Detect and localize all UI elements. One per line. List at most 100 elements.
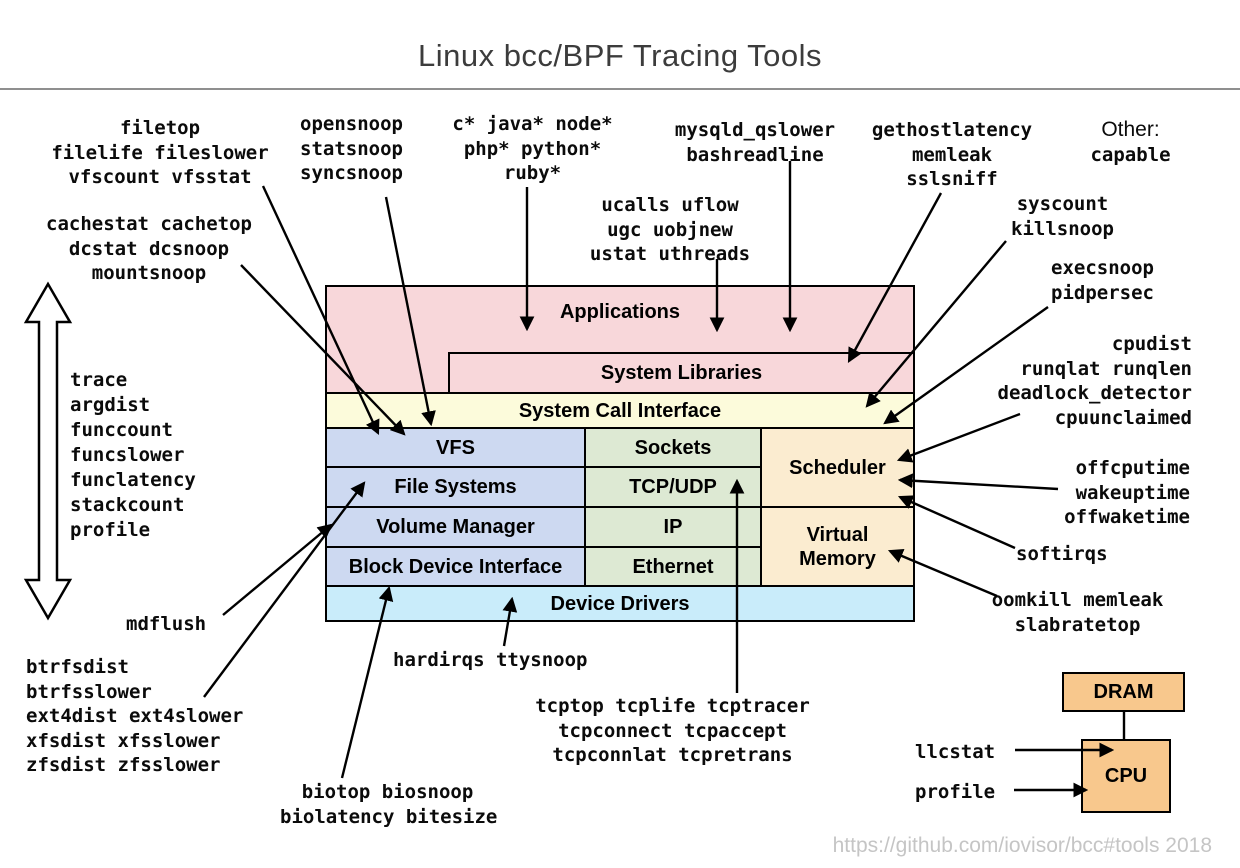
tool-label-line: funcslower <box>70 444 185 466</box>
label-oomkill-group: oomkill memleak slabratetop <box>975 588 1180 637</box>
label-gethostlatency-group: gethostlatency memleak sslsniff <box>858 118 1046 192</box>
label-mdflush: mdflush <box>126 612 206 637</box>
tool-label-line: funclatency <box>70 469 196 491</box>
other-heading: Other: <box>1101 118 1160 141</box>
label-opensnoop-group: opensnoop statsnoop syncsnoop <box>300 112 403 186</box>
tool-label-line: pidpersec <box>1051 281 1154 304</box>
arrow-mdflush-to-volume-manager <box>222 523 333 616</box>
label-cpudist-group: cpudist runqlat runqlen deadlock_detecto… <box>980 332 1192 430</box>
label-profile-cpu: profile <box>915 780 995 805</box>
box-block-device-interface-label: Block Device Interface <box>348 555 563 578</box>
tool-label-line: btrfsslower <box>26 680 152 703</box>
label-fs-tools-group: btrfsdist btrfsslower ext4dist ext4slowe… <box>26 655 243 778</box>
tool-label-line: xfsdist xfsslower <box>26 729 221 752</box>
box-system-libraries-label: System Libraries <box>600 362 763 384</box>
label-softirqs: softirqs <box>1016 542 1108 567</box>
tool-label-line: mysqld_qslower <box>674 119 836 141</box>
tool-label-line: profile <box>70 519 151 541</box>
tool-label-line: offcputime <box>1075 457 1190 479</box>
tool-label-line: cpuunclaimed <box>1054 406 1192 429</box>
label-biotop-group: biotop biosnoop biolatency bitesize <box>280 780 498 829</box>
box-volume-manager-label: Volume Manager <box>376 516 535 538</box>
box-scheduler-label: Scheduler <box>789 456 886 479</box>
label-generic-tools-group: trace argdist funccount funcslower funcl… <box>70 368 196 543</box>
tool-label-line: opensnoop <box>300 113 403 135</box>
box-tcp-udp-label: TCP/UDP <box>629 476 717 498</box>
box-cpu: CPU <box>1081 739 1171 813</box>
tool-label-line: c* java* node* <box>452 113 613 135</box>
box-tcp-udp: TCP/UDP <box>584 466 762 508</box>
tool-label-line: mdflush <box>126 613 207 635</box>
tool-label-line: profile <box>915 781 996 803</box>
tool-label-line: slabratetop <box>1014 613 1141 636</box>
box-dram: DRAM <box>1062 672 1185 712</box>
tool-label-line: php* python* <box>463 137 602 160</box>
tool-label-line: statsnoop <box>300 137 403 160</box>
box-block-device-interface: Block Device Interface <box>325 546 586 587</box>
box-virtual-memory-label-2: Memory <box>799 547 876 570</box>
tool-label-line: mountsnoop <box>91 262 207 284</box>
label-filetop-group: filetop filelife fileslower vfscount vfs… <box>35 116 285 190</box>
tool-label-line: wakeuptime <box>1075 481 1190 504</box>
box-dram-label: DRAM <box>1093 681 1154 703</box>
box-ethernet-label: Ethernet <box>632 555 714 578</box>
box-scheduler: Scheduler <box>760 427 915 508</box>
tool-label-line: zfsdist zfsslower <box>26 754 221 776</box>
box-device-drivers-label: Device Drivers <box>550 592 690 615</box>
tool-label-line: tcptop tcplife tcptracer <box>535 695 810 717</box>
tool-label-line: hardirqs ttysnoop <box>393 649 588 671</box>
tool-label-line: llcstat <box>915 741 996 763</box>
tool-label-line: ext4dist ext4slower <box>26 705 244 727</box>
box-ip: IP <box>584 506 762 548</box>
tool-label-line: stackcount <box>70 494 185 516</box>
tool-label-line: syncsnoop <box>300 162 403 184</box>
tool-label-line: ucalls uflow <box>601 194 739 216</box>
box-vfs-label: VFS <box>436 436 475 459</box>
box-ip-label: IP <box>663 516 683 538</box>
box-applications-label: Applications <box>559 301 680 323</box>
label-hardirqs: hardirqs ttysnoop <box>393 648 587 673</box>
tool-label-line: cachestat cachetop <box>46 213 252 235</box>
label-other-group: Other: capable <box>1058 118 1203 167</box>
arrow-offcputime-to-scheduler <box>897 473 1059 491</box>
label-runtimes-group: c* java* node* php* python* ruby* <box>435 112 630 186</box>
box-ethernet: Ethernet <box>584 546 762 587</box>
box-system-call-interface-label: System Call Interface <box>518 399 722 422</box>
box-system-libraries: System Libraries <box>448 352 915 394</box>
tool-label-line: execsnoop <box>1051 257 1154 279</box>
box-volume-manager: Volume Manager <box>325 506 586 548</box>
tool-label-line: dcstat dcsnoop <box>68 237 230 260</box>
label-offcputime-group: offcputime wakeuptime offwaketime <box>1040 456 1190 530</box>
box-vfs: VFS <box>325 427 586 468</box>
tool-label-line: memleak <box>911 143 993 166</box>
tool-label-line: biolatency bitesize <box>280 805 498 828</box>
tool-label-line: capable <box>1090 143 1171 166</box>
label-llcstat: llcstat <box>915 740 995 765</box>
tool-label-line: btrfsdist <box>26 656 129 678</box>
tool-label-line: runqlat runqlen <box>1020 357 1192 380</box>
page-title: Linux bcc/BPF Tracing Tools <box>417 38 823 73</box>
tool-label-line: ruby* <box>503 162 562 184</box>
title-divider <box>0 88 1240 90</box>
tool-label-line: ustat uthreads <box>589 243 751 265</box>
tool-label-line: filetop <box>119 117 201 139</box>
tool-label-line: filelife fileslower <box>51 141 269 164</box>
tool-label-line: bashreadline <box>686 143 824 166</box>
tool-label-line: biotop biosnoop <box>301 781 474 803</box>
box-cpu-label: CPU <box>1104 765 1148 787</box>
tool-label-line: argdist <box>70 394 151 416</box>
tool-label-line: tcpconnlat tcpretrans <box>552 744 793 766</box>
box-file-systems: File Systems <box>325 466 586 508</box>
tool-label-line: softirqs <box>1016 543 1108 565</box>
tool-label-line: deadlock_detector <box>997 382 1192 404</box>
label-ucalls-group: ucalls uflow ugc uobjnew ustat uthreads <box>575 193 765 267</box>
tool-label-line: gethostlatency <box>871 119 1033 141</box>
tool-label-line: offwaketime <box>1064 506 1190 528</box>
label-execsnoop-group: execsnoop pidpersec <box>1040 256 1165 305</box>
box-device-drivers: Device Drivers <box>325 585 915 622</box>
tool-label-line: cpudist <box>1111 333 1192 355</box>
label-mysqld-group: mysqld_qslower bashreadline <box>655 118 855 167</box>
tool-label-line: trace <box>70 369 128 391</box>
tool-label-line: tcpconnect tcpaccept <box>558 719 787 742</box>
